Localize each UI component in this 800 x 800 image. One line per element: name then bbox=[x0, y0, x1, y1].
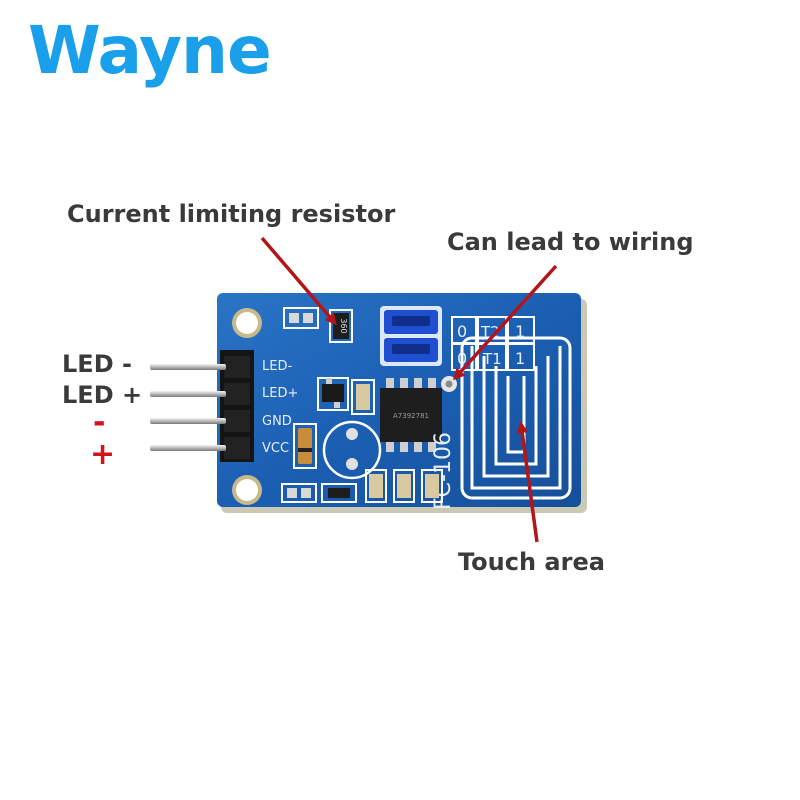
callout-wiring: Can lead to wiring bbox=[447, 228, 694, 256]
pin-label-minus: - bbox=[93, 405, 106, 440]
chip-marking: A7392781 bbox=[393, 412, 429, 420]
callout-touch-area: Touch area bbox=[458, 548, 605, 576]
silk-model: FC-106 bbox=[431, 432, 456, 510]
resistor-code: 360 bbox=[339, 318, 348, 333]
header-pins bbox=[150, 364, 226, 451]
pin-label-led-minus: LED - bbox=[62, 350, 132, 378]
silk-led-plus: LED+ bbox=[262, 386, 298, 401]
brand-logo: Wayne bbox=[28, 12, 272, 89]
diode bbox=[293, 423, 317, 469]
pin-label-led-plus: LED + bbox=[62, 381, 143, 409]
smd-capacitor-left bbox=[351, 379, 375, 415]
silk-gnd: GND bbox=[262, 414, 292, 429]
silk-t1: T1 bbox=[482, 350, 502, 368]
callout-resistor: Current limiting resistor bbox=[67, 200, 396, 228]
silk-zero-top: 0 bbox=[457, 322, 467, 341]
smd-capacitor-bottom-3 bbox=[421, 469, 443, 503]
silk-one-top: 1 bbox=[515, 322, 525, 341]
silk-vcc: VCC bbox=[262, 441, 289, 456]
pin-label-plus: + bbox=[90, 437, 116, 472]
smd-capacitor-bottom-1 bbox=[365, 469, 387, 503]
arrow-wiring bbox=[452, 264, 558, 381]
mounting-hole-bottom-left bbox=[232, 475, 262, 505]
jumper-caps bbox=[380, 306, 442, 366]
silk-one-bottom: 1 bbox=[515, 349, 525, 368]
ic-chip: A7392781 bbox=[380, 378, 442, 452]
silk-circle bbox=[322, 420, 382, 480]
silk-zero-bottom: 0 bbox=[457, 349, 467, 368]
current-limiting-resistor: 360 bbox=[329, 309, 353, 343]
smd-capacitor-bottom-2 bbox=[393, 469, 415, 503]
transistor bbox=[317, 377, 349, 411]
pin-header-housing bbox=[220, 350, 254, 462]
smd-resistor-bottom bbox=[321, 483, 357, 503]
wiring-pad bbox=[441, 376, 457, 392]
touch-pad bbox=[460, 336, 572, 500]
smd-led-top bbox=[283, 307, 319, 329]
arrow-touch-area bbox=[516, 421, 539, 543]
smd-led-bottom bbox=[281, 483, 317, 503]
silk-t2: T2 bbox=[480, 323, 500, 341]
arrow-resistor bbox=[260, 236, 337, 326]
mounting-hole-top-left bbox=[232, 308, 262, 338]
silk-led-minus: LED- bbox=[262, 359, 292, 374]
